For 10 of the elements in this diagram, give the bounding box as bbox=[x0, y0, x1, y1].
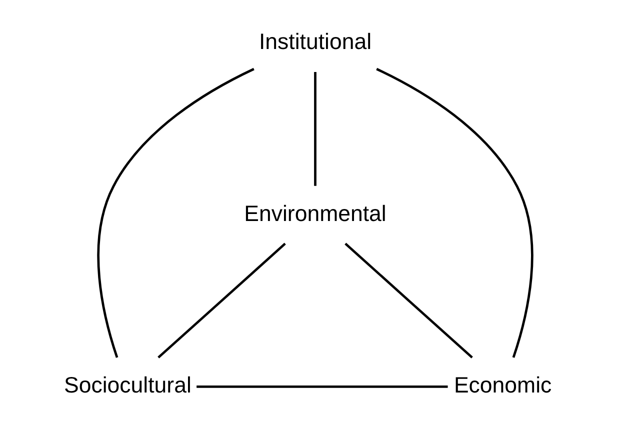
connector bbox=[314, 72, 316, 186]
node-text: Environmental bbox=[244, 200, 386, 226]
connector bbox=[97, 68, 254, 358]
connector bbox=[344, 242, 473, 358]
connector bbox=[196, 385, 448, 388]
node-text: Sociocultural bbox=[64, 372, 192, 398]
node-text: Economic bbox=[454, 372, 552, 398]
connector bbox=[376, 68, 534, 358]
connector bbox=[158, 242, 286, 358]
node-text: Institutional bbox=[258, 29, 372, 54]
